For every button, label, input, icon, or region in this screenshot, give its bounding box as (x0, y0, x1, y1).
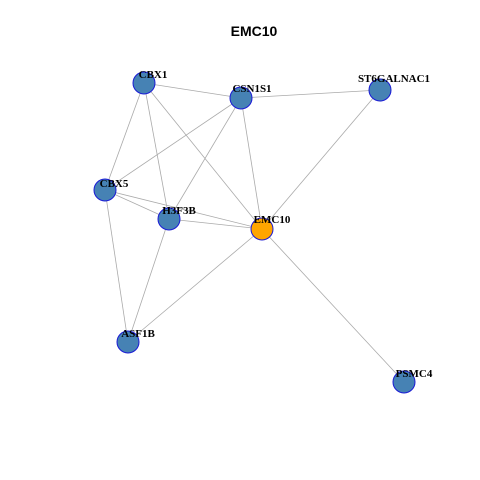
node-label-csn1s1: CSN1S1 (232, 83, 271, 95)
edge-cbx1-csn1s1 (143, 82, 242, 99)
nodes-layer (93, 71, 416, 394)
edge-cbx5-asf1b (104, 189, 129, 343)
node-cbx1 (132, 71, 156, 95)
node-csn1s1 (229, 86, 253, 110)
node-label-cbx5: CBX5 (100, 178, 129, 190)
node-label-asf1b: ASF1B (121, 328, 155, 340)
node-h3f3b (157, 207, 181, 231)
edge-cbx1-cbx5 (104, 82, 145, 191)
edge-emc10-psmc4 (261, 228, 405, 383)
node-asf1b (116, 330, 140, 354)
node-label-psmc4: PSMC4 (396, 368, 433, 380)
edge-cbx1-h3f3b (143, 82, 170, 220)
node-psmc4 (392, 370, 416, 394)
node-label-emc10: EMC10 (254, 214, 291, 226)
node-st6galnac1 (368, 78, 392, 102)
edge-cbx5-emc10 (104, 189, 263, 230)
node-label-cbx1: CBX1 (139, 69, 168, 81)
edge-emc10-asf1b (127, 228, 263, 343)
node-label-st6galnac1: ST6GALNAC1 (358, 73, 430, 85)
edge-csn1s1-h3f3b (168, 97, 242, 220)
edge-h3f3b-emc10 (168, 218, 263, 230)
edge-csn1s1-st6galnac1 (240, 89, 381, 99)
node-emc10 (250, 217, 274, 241)
graph-title: EMC10 (231, 23, 278, 39)
node-label-h3f3b: H3F3B (162, 205, 196, 217)
edge-cbx5-h3f3b (104, 189, 170, 220)
edge-csn1s1-cbx5 (104, 97, 242, 191)
edge-st6galnac1-emc10 (261, 89, 381, 230)
edge-csn1s1-emc10 (240, 97, 263, 230)
edge-h3f3b-asf1b (127, 218, 170, 343)
node-cbx5 (93, 178, 117, 202)
edges-layer (104, 82, 405, 383)
edge-cbx1-emc10 (143, 82, 263, 230)
